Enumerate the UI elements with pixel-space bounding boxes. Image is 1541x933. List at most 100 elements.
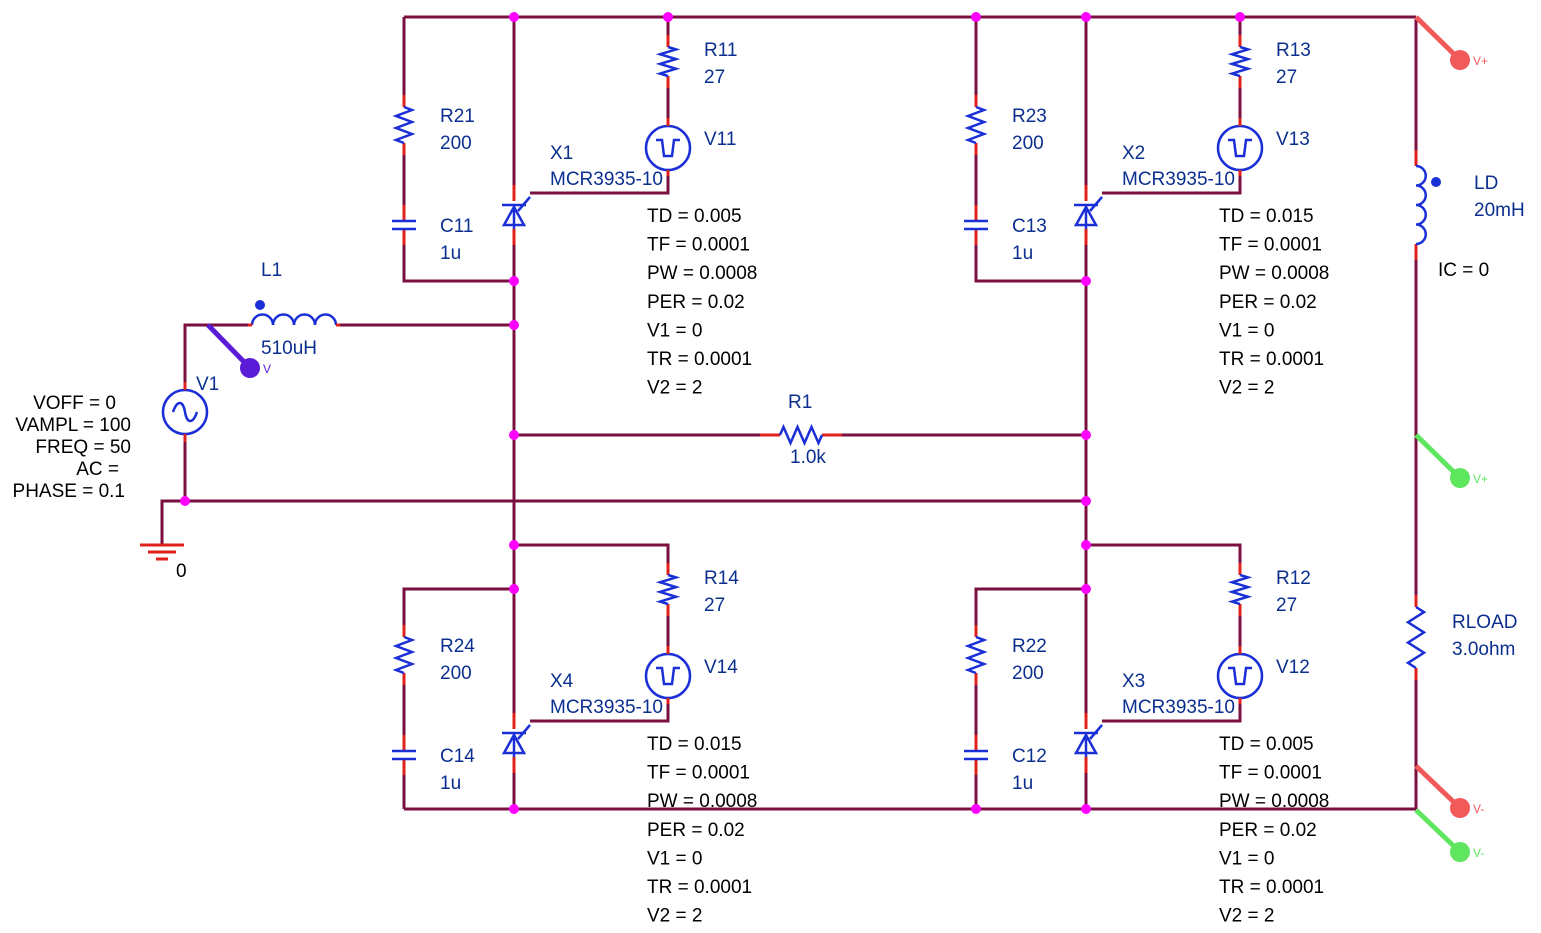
scr-part: MCR3935-10 xyxy=(550,169,663,190)
gate-resistor-value: 27 xyxy=(1276,595,1297,616)
voltage-probe-vminus-red-head xyxy=(1450,798,1470,818)
scr-ref: X2 xyxy=(1122,143,1145,164)
pulse-param: TF = 0.0001 xyxy=(647,763,750,784)
voltage-probe-l1-label: V xyxy=(263,362,271,376)
labels: VOFF = 0 VAMPL = 100 FREQ = 50 AC = PHAS… xyxy=(13,40,1525,927)
pulse-param: PER = 0.02 xyxy=(1219,292,1317,313)
snubber-resistor-ref: R23 xyxy=(1012,106,1047,127)
snubber-resistor-r22 xyxy=(964,625,988,685)
source-param-ac: AC = xyxy=(76,459,119,480)
pulse-param: V1 = 0 xyxy=(1219,320,1274,341)
probes: VV+V+V-V- xyxy=(206,15,1488,862)
snubber-wire-r22 xyxy=(974,587,1086,809)
scr-x2-symbol xyxy=(1073,203,1099,229)
source-param-phase: PHASE = 0.1 xyxy=(13,481,125,502)
snubber-cap-ref: C13 xyxy=(1012,216,1047,237)
snubber-cap-c11-plates xyxy=(392,219,416,231)
junctions xyxy=(180,12,1245,814)
pulse-param: PW = 0.0008 xyxy=(1219,263,1329,284)
snubber-cap-value: 1u xyxy=(1012,773,1033,794)
snubber-wire-r21 xyxy=(402,17,514,283)
rload-ref-label: RLOAD xyxy=(1452,612,1517,633)
scr-x3-gate xyxy=(1089,724,1103,740)
gate-resistor-ref: R12 xyxy=(1276,568,1311,589)
gate-resistor-r13-zigzag xyxy=(1227,45,1253,78)
rload-value-label: 3.0ohm xyxy=(1452,639,1515,660)
pulse-param: PER = 0.02 xyxy=(1219,820,1317,841)
ac-source-v1 xyxy=(161,382,209,442)
l1-value-label: 510uH xyxy=(261,338,317,359)
pulse-source-ref: V12 xyxy=(1276,657,1310,678)
pulse-param: V2 = 2 xyxy=(647,906,702,927)
pulse-source-ref: V11 xyxy=(704,129,736,150)
gate-resistor-value: 27 xyxy=(704,595,725,616)
resistor-rload xyxy=(1405,595,1427,680)
pulse-param: PW = 0.0008 xyxy=(647,791,757,812)
junction-dot xyxy=(1081,804,1091,814)
gate-wire-x1 xyxy=(530,17,670,195)
scr-x4-gate xyxy=(517,724,531,740)
pulse-param: V1 = 0 xyxy=(647,848,702,869)
junction-dot xyxy=(1081,430,1091,440)
source-top-wire xyxy=(183,323,250,390)
gate-resistor-r13 xyxy=(1227,35,1253,88)
inductor-l1-polarity-dot xyxy=(255,300,265,310)
gate-resistor-value: 27 xyxy=(1276,67,1297,88)
snubber-resistor-ref: R21 xyxy=(440,106,475,127)
snubber-cap-ref: C11 xyxy=(440,216,473,237)
voltage-probe-vplus-red-head xyxy=(1450,50,1470,70)
source-param-vampl: VAMPL = 100 xyxy=(15,415,131,436)
junction-dot xyxy=(1235,12,1245,22)
ld-value-label: 20mH xyxy=(1474,200,1525,221)
pulse-source-v14-pulse-glyph xyxy=(656,666,680,686)
ac-source-v1-sine-glyph xyxy=(171,401,199,423)
scr-ref: X1 xyxy=(550,143,573,164)
junction-dot xyxy=(1081,276,1091,286)
pulse-param: TR = 0.0001 xyxy=(647,349,752,370)
ld-ref-label: LD xyxy=(1474,173,1498,194)
snubber-cap-c12 xyxy=(964,735,988,775)
snubber-resistor-value: 200 xyxy=(440,133,472,154)
junction-dot xyxy=(1081,12,1091,22)
pulse-param: TD = 0.005 xyxy=(647,206,742,227)
pulse-source-v12-circle xyxy=(1216,652,1264,700)
pulse-param: TD = 0.005 xyxy=(1219,734,1314,755)
inductor-l1 xyxy=(248,300,340,327)
voltage-probe-vplus-green-label: V+ xyxy=(1473,472,1488,486)
voltage-probe-vminus-red-needle xyxy=(1414,764,1462,810)
pulse-source-ref: V14 xyxy=(704,657,738,678)
r1-value-label: 1.0k xyxy=(790,447,826,468)
ground-symbol xyxy=(140,543,184,561)
scr-part: MCR3935-10 xyxy=(1122,169,1235,190)
snubber-cap-c13 xyxy=(964,205,988,245)
snubber-wire-r23 xyxy=(974,17,1086,283)
voltage-probe-l1-needle xyxy=(206,323,252,370)
snubber-cap-c14 xyxy=(392,735,416,775)
pulse-source-v14 xyxy=(644,646,692,704)
junction-dot xyxy=(509,430,519,440)
inductor-ld-coil xyxy=(1415,164,1427,246)
snubber-resistor-ref: R24 xyxy=(440,636,475,657)
snubber-resistor-value: 200 xyxy=(440,663,472,684)
snubber-cap-c11 xyxy=(392,205,416,245)
voltage-probe-vminus-red-label: V- xyxy=(1473,802,1484,816)
r1-ref-label: R1 xyxy=(788,392,812,413)
snubber-resistor-r23 xyxy=(964,95,988,155)
resistor-r1 xyxy=(760,423,842,447)
scr-x4-symbol xyxy=(501,731,527,757)
voltage-probe-vplus-red-needle xyxy=(1414,15,1462,62)
voltage-probe-l1-head xyxy=(240,358,260,378)
snubber-cap-ref: C14 xyxy=(440,746,475,767)
pulse-param: PER = 0.02 xyxy=(647,820,745,841)
pulse-param: TF = 0.0001 xyxy=(1219,235,1322,256)
voltage-probe-vplus-green-head xyxy=(1450,468,1470,488)
inductor-l1-coil xyxy=(250,313,338,326)
junction-dot xyxy=(971,12,981,22)
snubber-resistor-r24-zigzag xyxy=(392,635,416,675)
gate-wire-x4 xyxy=(514,543,670,723)
snubber-resistor-r24 xyxy=(392,625,416,685)
pulse-param: V2 = 2 xyxy=(1219,906,1274,927)
scr-x1 xyxy=(501,185,531,245)
voltage-probe-vplus-red-label: V+ xyxy=(1473,54,1488,68)
gate-resistor-r11-zigzag xyxy=(655,45,681,78)
